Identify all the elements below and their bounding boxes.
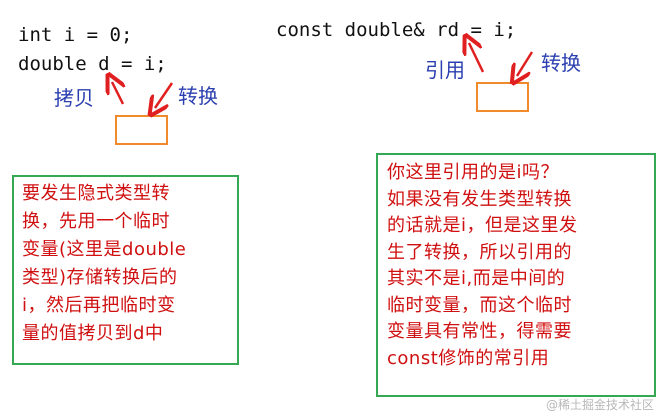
left-note-line: 要发生隐式类型转 (22, 183, 170, 204)
right-explanation-box: 你这里引用的是i吗？ 如果没有发生类型转换 的话就是i，但是这里发 生了转换，所… (376, 153, 656, 397)
left-explanation-box: 要发生隐式类型转 换，先用一个临时 变量(这里是double 类型)存储转换后的… (12, 175, 239, 365)
left-temp-variable-box (115, 115, 168, 145)
left-note-line: i，然后再把临时变 (22, 295, 176, 316)
right-convert-label: 转换 (541, 51, 581, 75)
left-convert-arrow (155, 82, 174, 108)
right-note-line: 临时变量，而这个临时 (387, 294, 572, 316)
left-note-line: 换，先用一个临时 (22, 211, 170, 232)
right-note-line: 其实不是i,而是中间的 (387, 268, 566, 289)
left-code-line-1: int i = 0; (18, 24, 133, 46)
left-note-line: 变量(这里是double (22, 239, 187, 260)
left-code-line-2: double d = i; (18, 53, 167, 75)
right-temp-variable-box (476, 82, 529, 112)
watermark: @稀土掘金技术社区 (545, 398, 654, 412)
right-note-line: 生了转换，所以引用的 (387, 241, 572, 263)
left-note-line: 类型)存储转换后的 (22, 267, 178, 288)
right-note-line: 你这里引用的是i吗？ (387, 162, 560, 183)
right-note-line: 如果没有发生类型转换 (387, 188, 572, 210)
right-note-line: 变量具有常性，得需要 (387, 321, 572, 342)
right-reference-arrow (469, 43, 485, 73)
right-note-line: const修饰的常引用 (387, 347, 550, 369)
right-note-line: 的话就是i，但是这里发 (387, 215, 578, 236)
left-copy-arrow (112, 82, 123, 105)
right-reference-label: 引用 (425, 58, 465, 82)
left-copy-label: 拷贝 (54, 86, 94, 110)
right-convert-arrow (517, 51, 534, 76)
left-note-line: 量的值拷贝到d中 (22, 323, 164, 344)
left-convert-label: 转换 (178, 84, 218, 108)
